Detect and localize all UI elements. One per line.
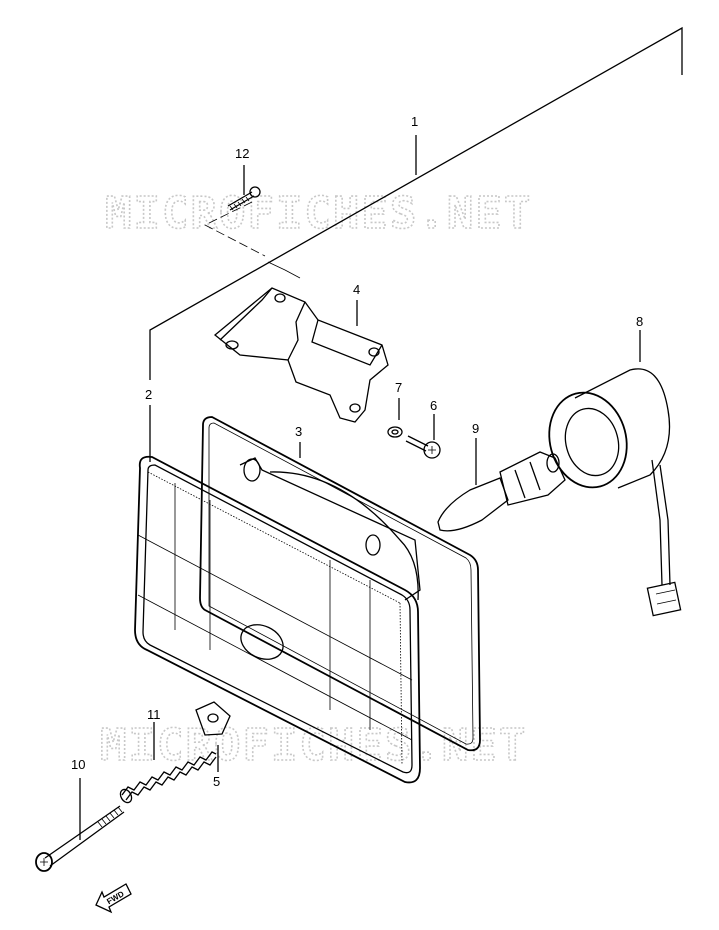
socket-part-8 bbox=[548, 330, 682, 617]
watermark-bottom: MICROFICHES.NET bbox=[100, 720, 527, 771]
gasket-part-3 bbox=[199, 416, 481, 752]
forward-direction-indicator: FWD bbox=[95, 883, 132, 914]
callout-10: 10 bbox=[71, 757, 85, 772]
clip-part-5 bbox=[195, 701, 231, 772]
washer-part-7 bbox=[387, 398, 403, 438]
bolt-part-10 bbox=[35, 778, 125, 872]
callout-11: 11 bbox=[147, 707, 161, 722]
assembly-bracket-line bbox=[149, 26, 683, 380]
callout-5: 5 bbox=[213, 774, 220, 789]
callout-4: 4 bbox=[353, 282, 360, 297]
callout-1: 1 bbox=[411, 114, 418, 129]
spring-part-11 bbox=[119, 722, 217, 804]
watermark-top: MICROFICHES.NET bbox=[105, 188, 532, 239]
callout-7: 7 bbox=[395, 380, 402, 395]
callout-9: 9 bbox=[472, 421, 479, 436]
headlamp-part-2 bbox=[134, 405, 421, 784]
callout-2: 2 bbox=[145, 387, 152, 402]
bulb-part-9 bbox=[437, 438, 566, 532]
callout-12: 12 bbox=[235, 146, 249, 161]
callout-3: 3 bbox=[295, 424, 302, 439]
callout-6: 6 bbox=[430, 398, 437, 413]
screw-part-6 bbox=[405, 414, 441, 459]
callout-8: 8 bbox=[636, 314, 643, 329]
bracket-part-4 bbox=[213, 287, 389, 423]
screw-part-12 bbox=[204, 165, 301, 279]
